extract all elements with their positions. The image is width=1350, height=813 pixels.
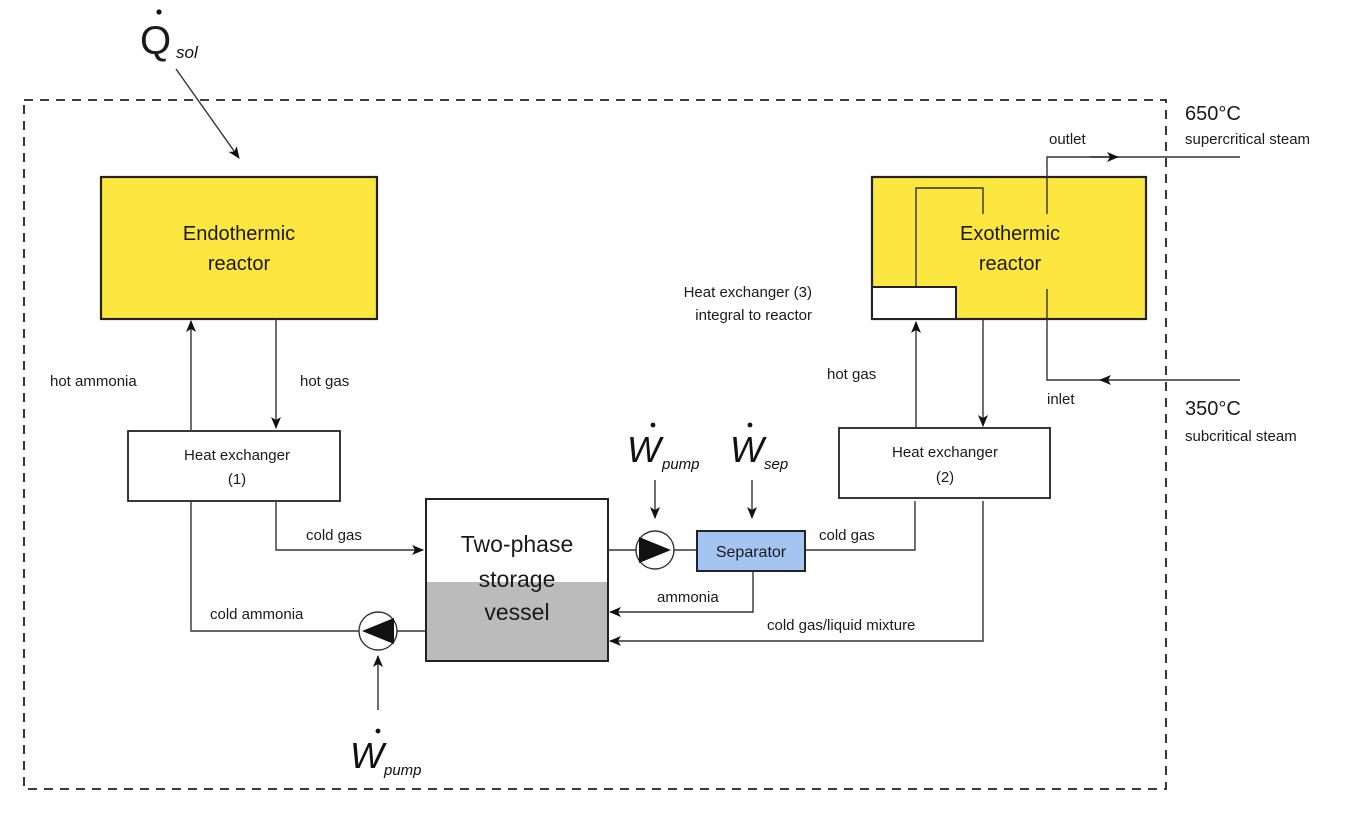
mixture-line xyxy=(609,501,984,646)
w-pump-right-label: W pump xyxy=(627,422,700,473)
cold-gas-right-line xyxy=(805,501,916,551)
internal-loop-line xyxy=(915,187,984,287)
dot-icon xyxy=(375,728,381,734)
exothermic-reactor[interactable]: Exothermic reactor xyxy=(870,175,1148,321)
hx2-label-2: (2) xyxy=(936,469,954,486)
exothermic-label-2: reactor xyxy=(979,253,1042,275)
heat-exchanger-2[interactable]: Heat exchanger (2) xyxy=(838,427,1051,499)
mixture-label: cold gas/liquid mixture xyxy=(767,617,915,634)
dot-icon xyxy=(650,422,656,428)
hx3-label-2: integral to reactor xyxy=(695,307,812,324)
system-boundary xyxy=(23,99,1167,790)
in-desc-label: subcritical steam xyxy=(1185,428,1297,445)
in-temp-label: 350°C xyxy=(1185,398,1241,420)
storage-label-1: Two-phase xyxy=(461,531,574,557)
ammonia-label: ammonia xyxy=(657,589,719,606)
storage-label-2: storage xyxy=(479,566,556,592)
w-symbol: W xyxy=(350,735,387,776)
solar-arrow xyxy=(175,68,240,159)
heat-exchanger-3[interactable] xyxy=(871,286,957,320)
cold-gas-right-label: cold gas xyxy=(819,527,875,544)
w-subscript: pump xyxy=(661,456,700,473)
w-subscript: sep xyxy=(764,456,788,473)
ammonia-line xyxy=(609,571,754,617)
q-symbol: Q xyxy=(140,19,171,63)
pump-bottom[interactable] xyxy=(358,611,398,651)
hx1-label-2: (1) xyxy=(228,471,246,488)
endothermic-reactor[interactable]: Endothermic reactor xyxy=(99,175,379,321)
hx2-label-1: Heat exchanger xyxy=(892,444,998,461)
endothermic-label-2: reactor xyxy=(208,253,271,275)
steam-outlet-line xyxy=(1046,156,1240,214)
out-desc-label: supercritical steam xyxy=(1185,131,1310,148)
hot-ammonia-label: hot ammonia xyxy=(50,373,137,390)
hot-gas-right-label: hot gas xyxy=(827,366,876,383)
hx1-label-1: Heat exchanger xyxy=(184,447,290,464)
endothermic-label-1: Endothermic xyxy=(183,223,295,245)
solar-heat-input: Q sol xyxy=(140,9,240,159)
w-pump-bottom-label: W pump xyxy=(350,728,422,779)
exothermic-label-1: Exothermic xyxy=(960,223,1060,245)
dot-icon xyxy=(747,422,753,428)
out-temp-label: 650°C xyxy=(1185,103,1241,125)
outlet-label: outlet xyxy=(1049,131,1087,148)
q-subscript: sol xyxy=(176,43,199,62)
heat-exchanger-1[interactable]: Heat exchanger (1) xyxy=(127,430,341,502)
separator[interactable]: Separator xyxy=(696,530,806,572)
separator-label: Separator xyxy=(716,544,787,561)
cold-gas-left-label: cold gas xyxy=(306,527,362,544)
hx3-label-1: Heat exchanger (3) xyxy=(684,284,812,301)
w-symbol: W xyxy=(627,429,664,470)
cold-ammonia-label: cold ammonia xyxy=(210,606,304,623)
dot-icon xyxy=(156,9,162,15)
pump-right[interactable] xyxy=(635,530,675,570)
liquid-phase xyxy=(426,582,608,661)
cold-ammonia-line xyxy=(190,501,359,632)
w-subscript: pump xyxy=(383,762,422,779)
cold-gas-left-line xyxy=(275,501,424,555)
two-phase-storage-vessel[interactable]: Two-phase storage vessel xyxy=(425,498,609,662)
storage-label-3: vessel xyxy=(484,599,549,625)
hot-gas-left-label: hot gas xyxy=(300,373,349,390)
w-sep-label: W sep xyxy=(730,422,788,473)
w-symbol: W xyxy=(730,429,767,470)
inlet-label: inlet xyxy=(1047,391,1075,408)
steam-inlet-line xyxy=(1046,289,1240,381)
